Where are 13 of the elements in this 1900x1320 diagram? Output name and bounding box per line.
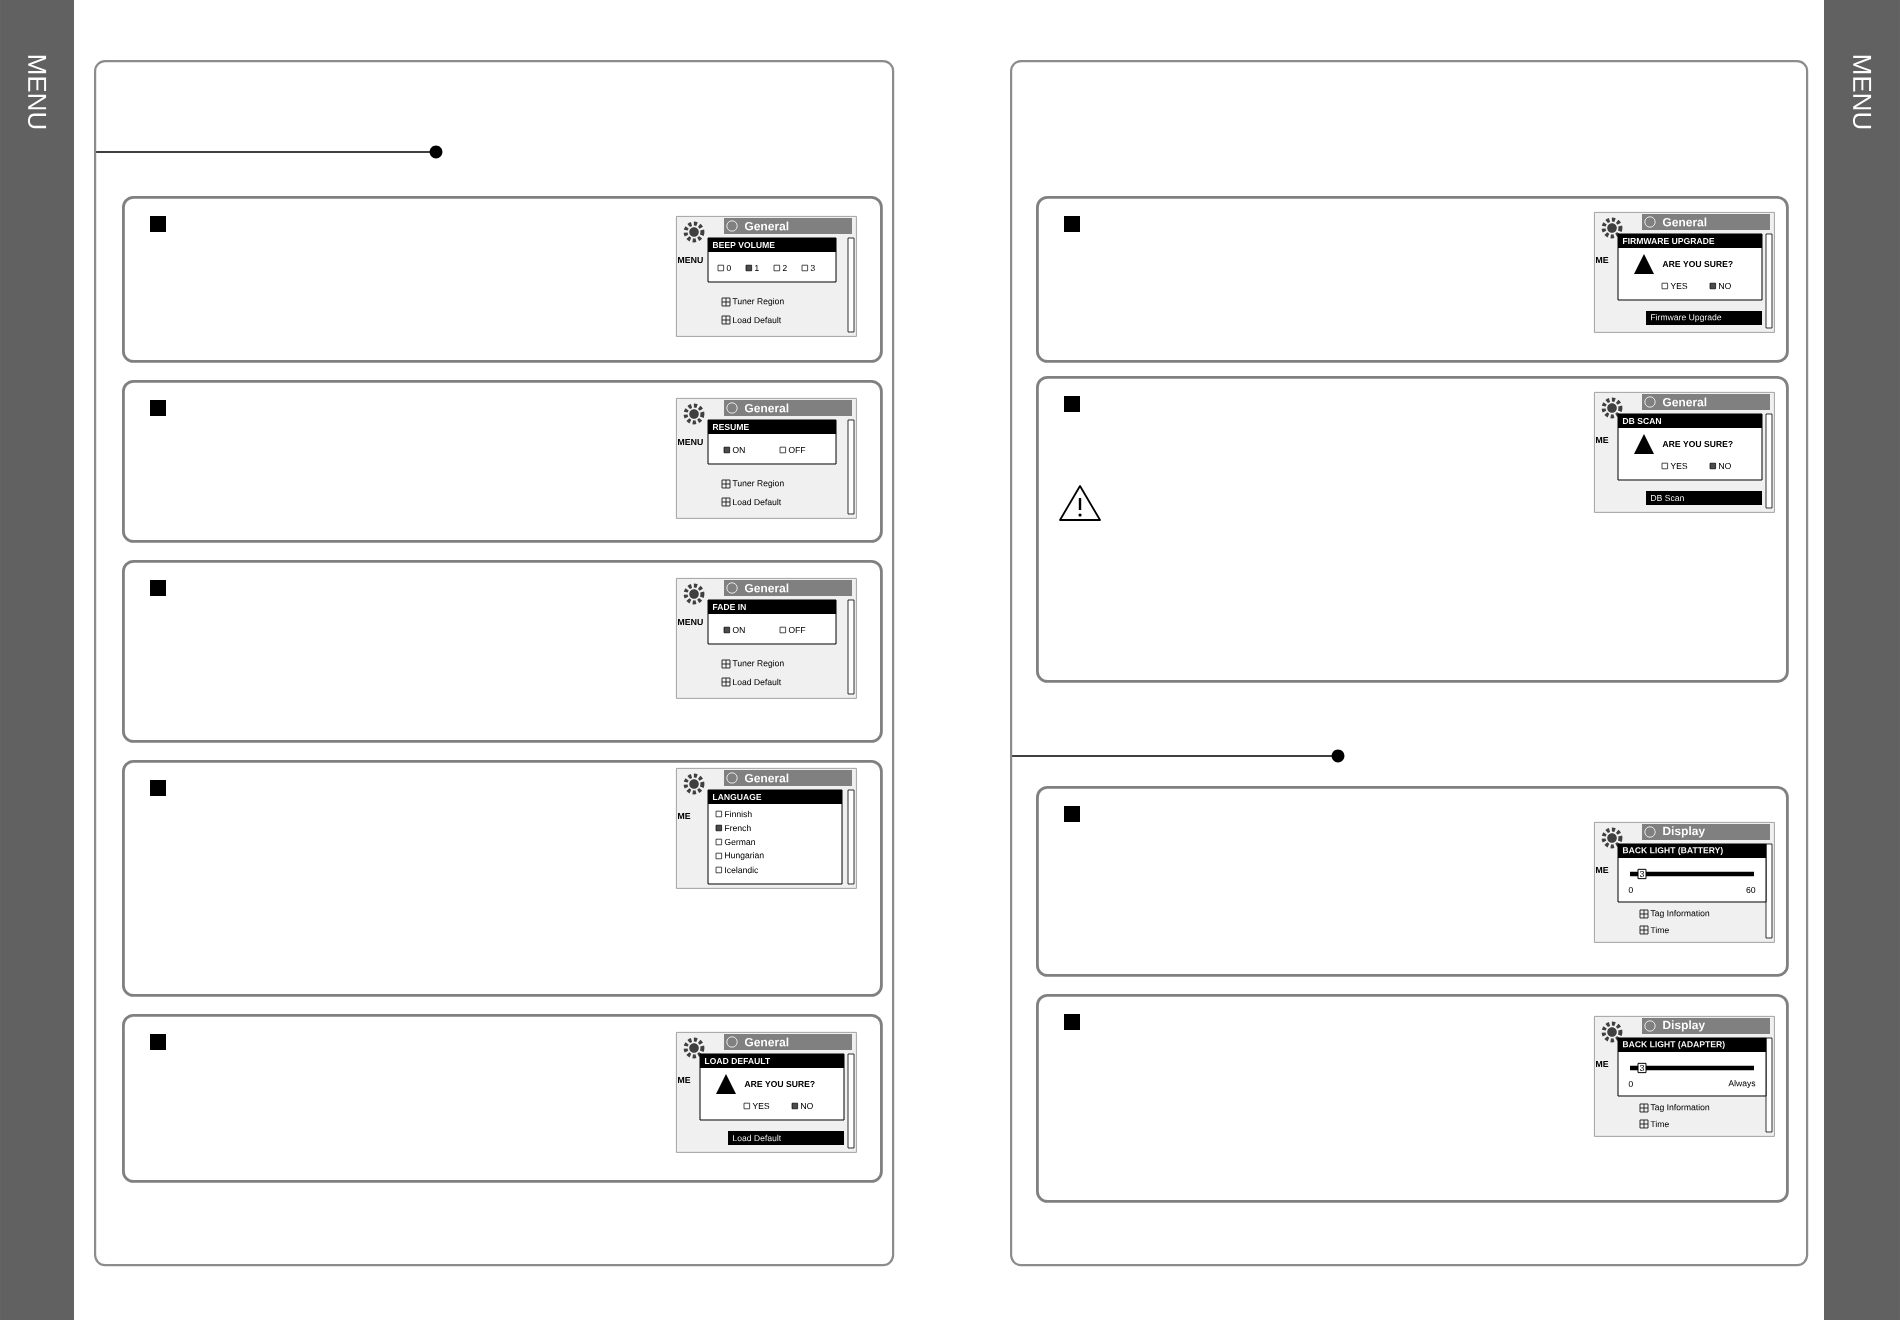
side-tab: MENU (0, 0, 74, 1320)
section-box (122, 196, 883, 363)
side-tab: MENU (1824, 0, 1900, 1320)
section-box (1036, 994, 1789, 1203)
section-box (1036, 786, 1789, 977)
page-panel (1010, 60, 1809, 1267)
section-box (1036, 376, 1789, 683)
section-box (122, 760, 883, 997)
page-panel (94, 60, 895, 1267)
section-box (122, 380, 883, 543)
section-box (122, 1014, 883, 1183)
section-box (122, 560, 883, 743)
section-box (1036, 196, 1789, 363)
